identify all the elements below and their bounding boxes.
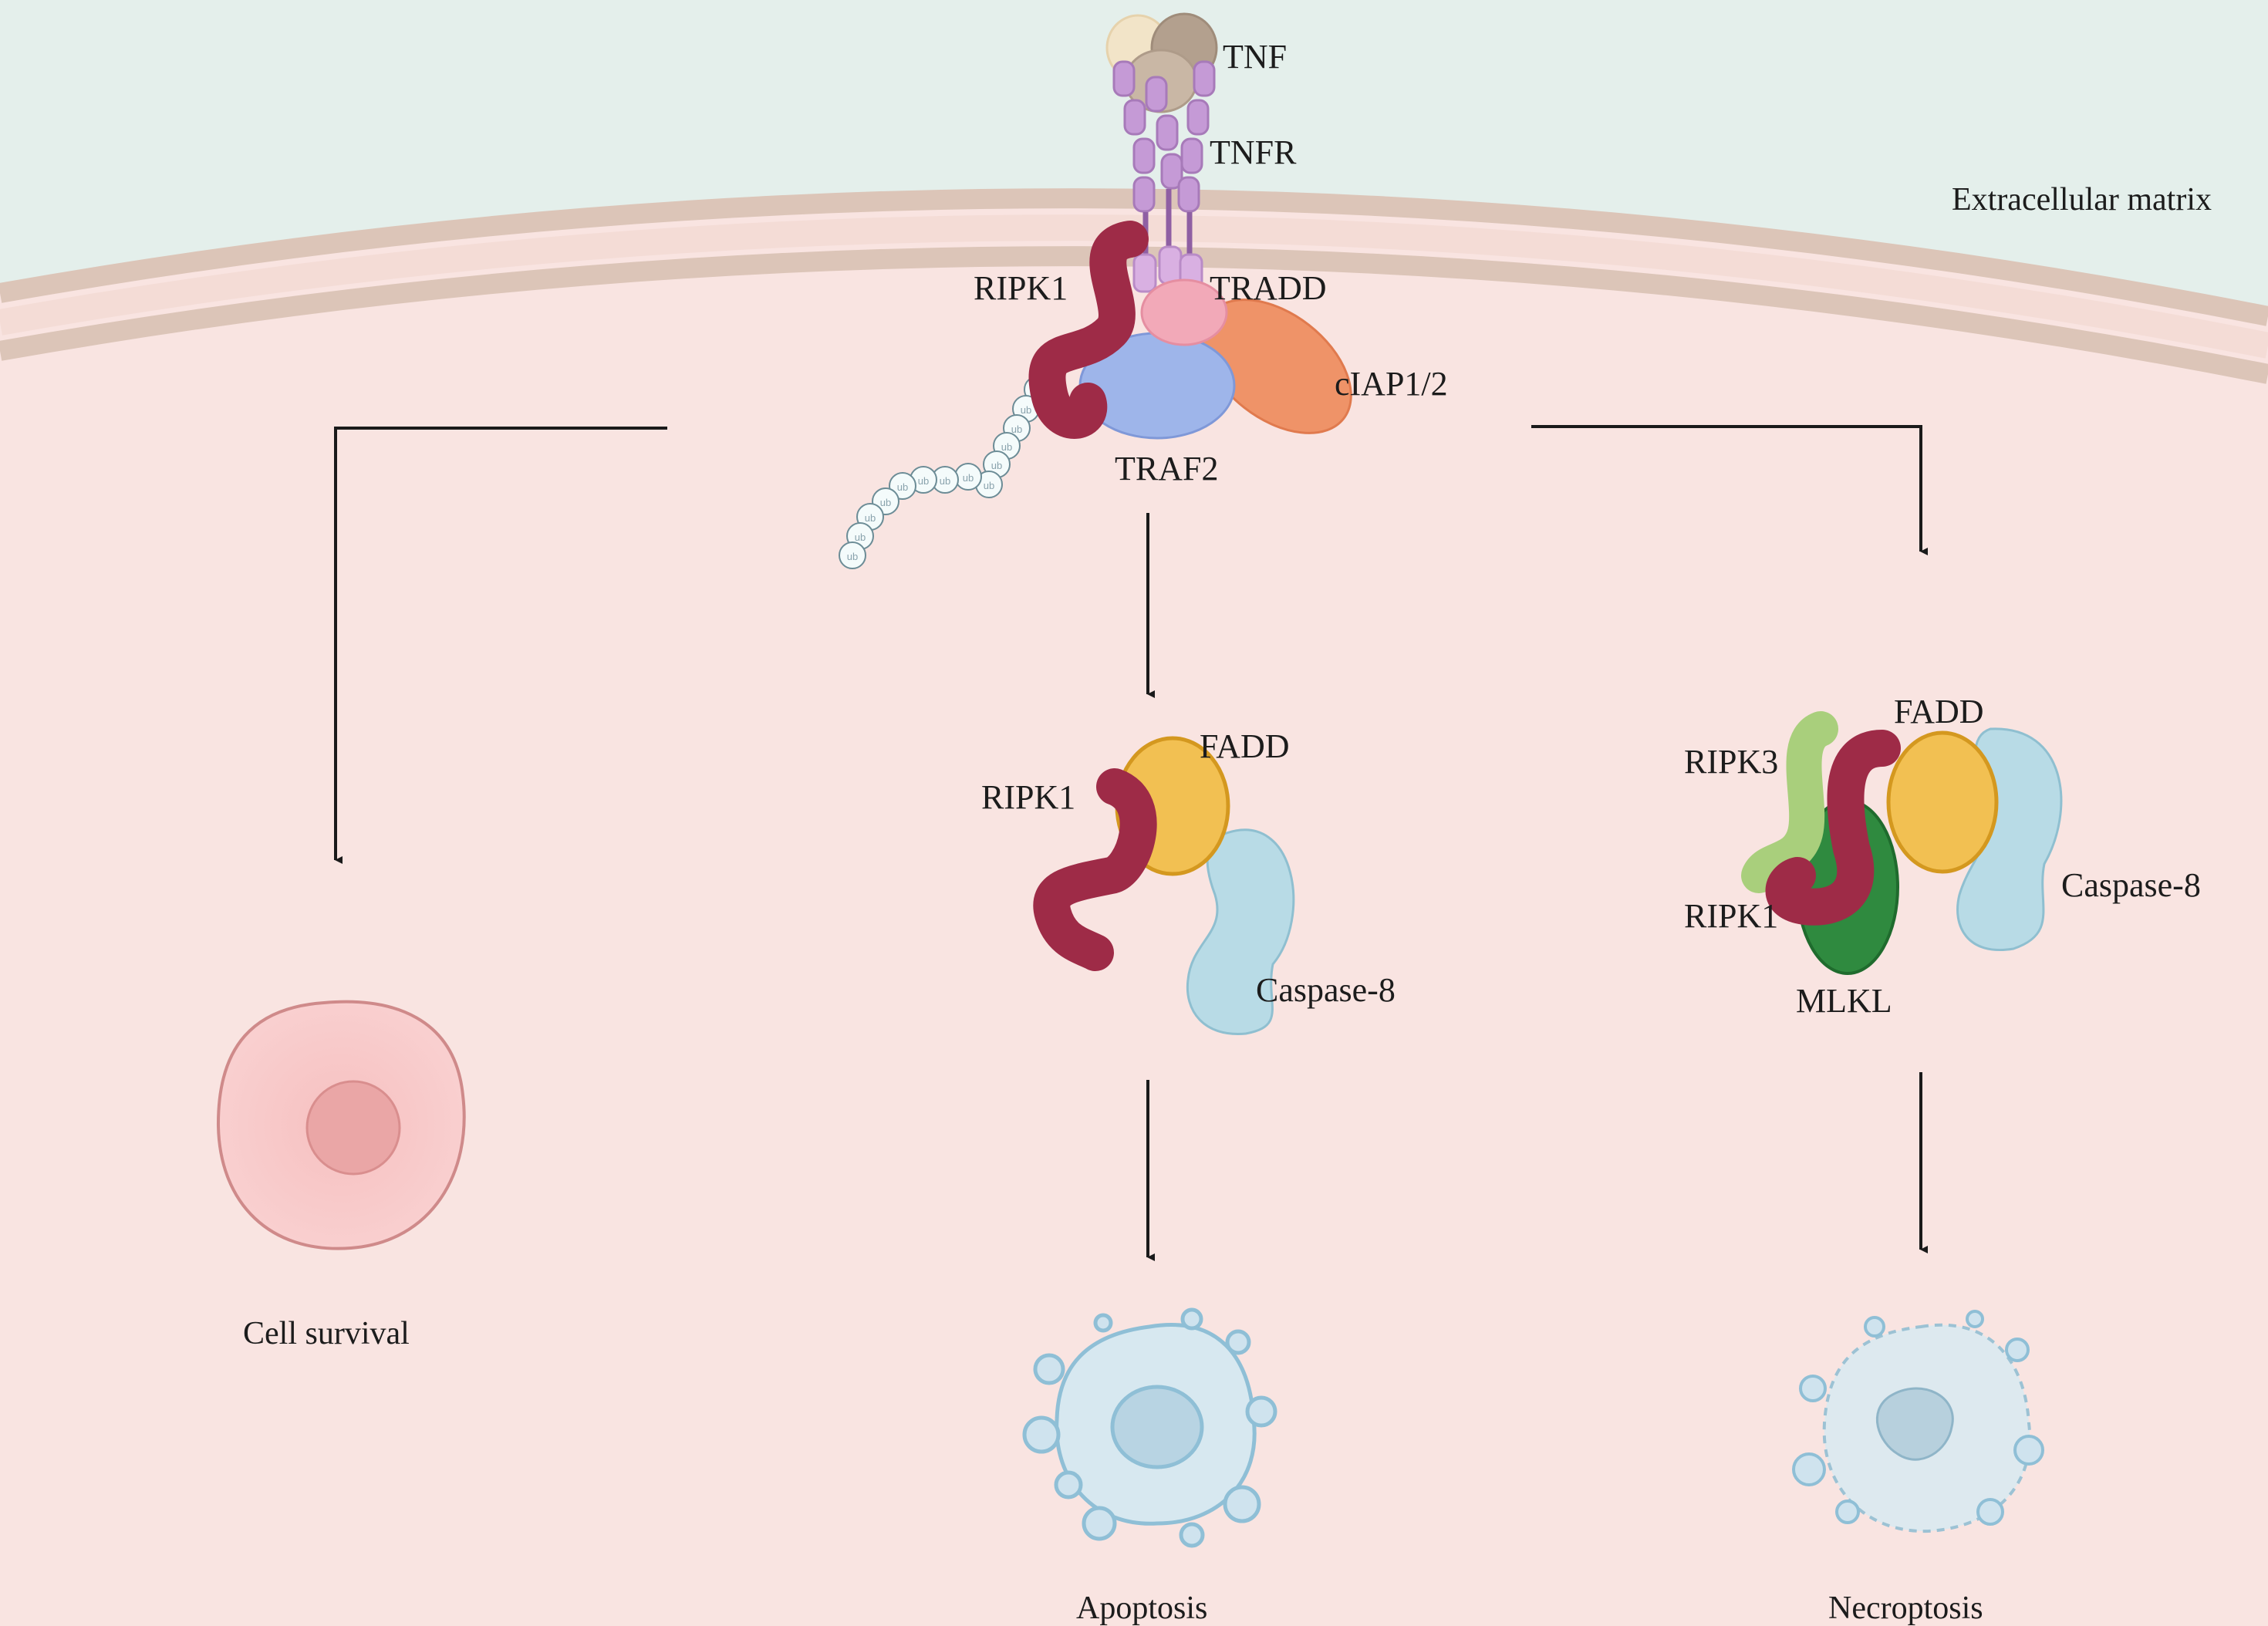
- ubiquitin-label: ub: [880, 497, 891, 508]
- complex-necroptosis: [1741, 711, 2063, 975]
- label-ripk3: RIPK3: [1684, 743, 1778, 781]
- ubiquitin-label: ub: [855, 531, 866, 543]
- label-tnfr: TNFR: [1210, 133, 1297, 171]
- label-tradd: TRADD: [1210, 269, 1327, 307]
- ubiquitin-label: ub: [940, 475, 950, 487]
- label-fadd-right: FADD: [1894, 693, 1984, 730]
- label-extracellular-matrix: Extracellular matrix: [1952, 182, 2212, 218]
- tradd-shape: [1140, 278, 1228, 346]
- tnfr-receptor: [1112, 60, 1216, 213]
- ripk1-right-shape: [1765, 730, 1901, 926]
- label-tnf: TNF: [1223, 38, 1287, 76]
- ubiquitin-label: ub: [897, 481, 908, 493]
- label-necroptosis: Necroptosis: [1828, 1591, 1983, 1626]
- caspase8-mid-shape: [1186, 828, 1295, 1035]
- label-caspase8-right: Caspase-8: [2061, 866, 2201, 904]
- surviving-cell: [216, 1000, 466, 1250]
- label-apoptosis: Apoptosis: [1076, 1591, 1207, 1626]
- ubiquitin-label: ub: [918, 475, 929, 487]
- ubiquitin-label: ub: [991, 460, 1002, 471]
- label-ciap: cIAP1/2: [1335, 365, 1448, 403]
- ubiquitin-label: ub: [1001, 441, 1012, 453]
- label-ripk1-top: RIPK1: [974, 269, 1068, 307]
- ripk3-shape: [1741, 711, 1838, 893]
- ubiquitin-label: ub: [1011, 423, 1022, 435]
- label-ripk1-mid: RIPK1: [981, 778, 1075, 816]
- complex-one: [1028, 221, 1352, 440]
- apoptotic-cell: [1022, 1307, 1277, 1548]
- fadd-right-shape: [1886, 730, 1999, 874]
- label-cell-survival: Cell survival: [243, 1316, 410, 1351]
- label-ripk1-right: RIPK1: [1684, 897, 1778, 935]
- ubiquitin-bead: [839, 541, 866, 569]
- arrow-to-survival: [334, 427, 667, 864]
- arrow-to-necroptosis-complex: [1531, 425, 1928, 555]
- ubiquitin-label: ub: [847, 551, 858, 562]
- label-caspase8-mid: Caspase-8: [1256, 971, 1396, 1009]
- label-mlkl: MLKL: [1796, 982, 1892, 1020]
- label-traf2: TRAF2: [1115, 450, 1218, 487]
- ubiquitin-label: ub: [984, 480, 994, 491]
- ripk1-top-shape: [1028, 221, 1149, 439]
- complex-apoptosis: [1033, 736, 1295, 1035]
- ripk1-mid-shape: [1033, 768, 1157, 971]
- ubiquitin-label: ub: [963, 472, 974, 484]
- label-fadd-mid: FADD: [1200, 727, 1290, 765]
- ubiquitin-label: ub: [865, 512, 876, 524]
- necroptotic-cell: [1792, 1310, 2044, 1533]
- pathway-arrows: [334, 425, 1928, 1261]
- ubiquitin-label: ub: [1021, 404, 1031, 416]
